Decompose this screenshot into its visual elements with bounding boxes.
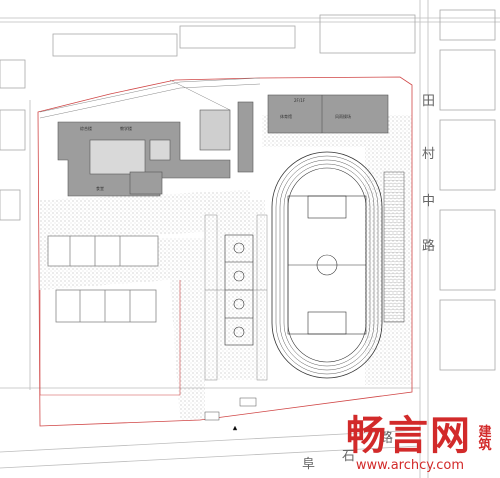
road-label-east-2: 村 — [422, 147, 436, 162]
watermark-url: www.archcy.com — [355, 458, 464, 473]
main-label-b: 教学楼 — [120, 125, 132, 131]
gates — [204, 397, 257, 431]
west-residential — [47, 235, 159, 323]
gym-floor-label: 2F/1F — [294, 98, 306, 103]
north-residential-blocks — [0, 9, 496, 371]
road-label-east-3: 中 — [422, 194, 436, 209]
main-label-c: 食堂 — [96, 185, 104, 191]
gym-label-b: 风雨操场 — [335, 113, 351, 119]
site-boundary — [37, 76, 413, 427]
south-lot-outline — [39, 280, 181, 396]
gym-building — [267, 94, 389, 134]
main-building — [57, 101, 254, 197]
road-label-south-2: 石 — [342, 449, 356, 464]
main-label-a: 综合楼 — [80, 125, 92, 131]
north-road-band — [39, 77, 261, 119]
football-field — [287, 195, 367, 335]
road-label-east-4: 路 — [422, 239, 436, 254]
watermark-side-text: 建筑 — [478, 425, 492, 453]
road-label-south-1: 阜 — [302, 457, 316, 472]
grandstand — [383, 171, 405, 323]
road-label-east-1: 田 — [422, 94, 436, 109]
gym-label-a: 体育馆 — [280, 113, 292, 119]
watermark-logo: 畅言网 — [346, 413, 472, 459]
road-label-south-3: 路 — [380, 431, 394, 446]
walkway — [204, 214, 268, 381]
